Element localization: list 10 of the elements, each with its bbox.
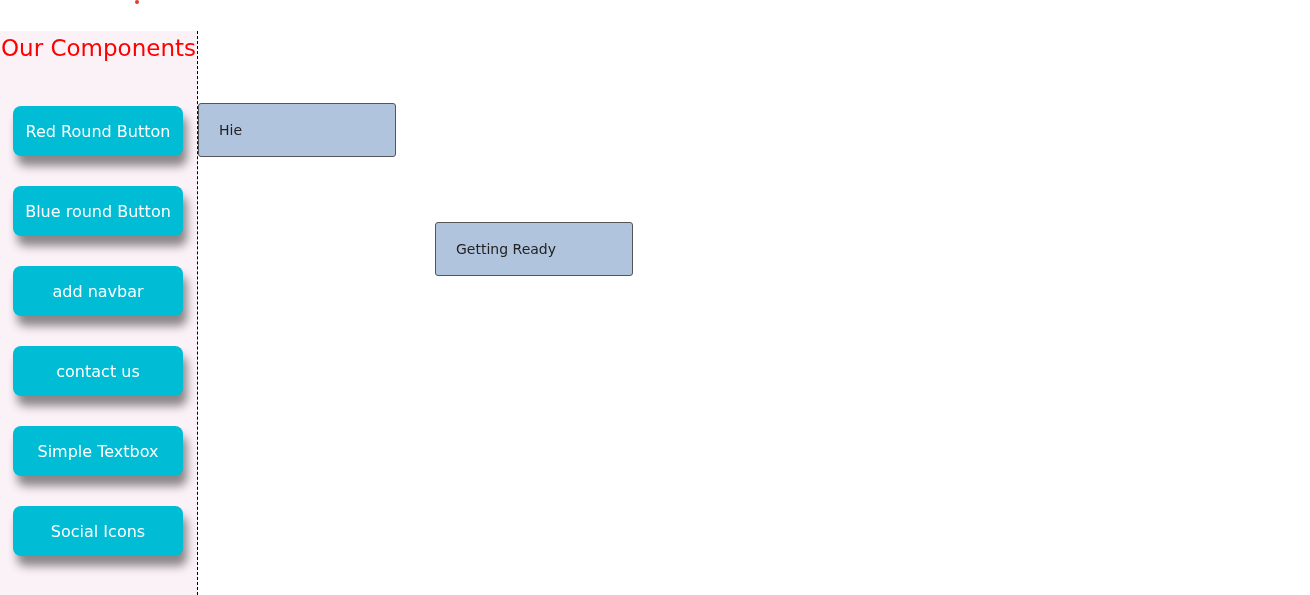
component-button: Simple Textbox <box>13 426 183 476</box>
component-button: Social Icons <box>13 506 183 556</box>
sidebar-heading: Our Components <box>0 34 197 63</box>
component-button: add navbar <box>13 266 183 316</box>
content-box: Getting Ready <box>435 222 633 276</box>
content-box: Hie <box>198 103 396 157</box>
component-button: contact us <box>13 346 183 396</box>
sidebar-panel <box>0 31 198 595</box>
component-button: Red Round Button <box>13 106 183 156</box>
component-button: Blue round Button <box>13 186 183 236</box>
